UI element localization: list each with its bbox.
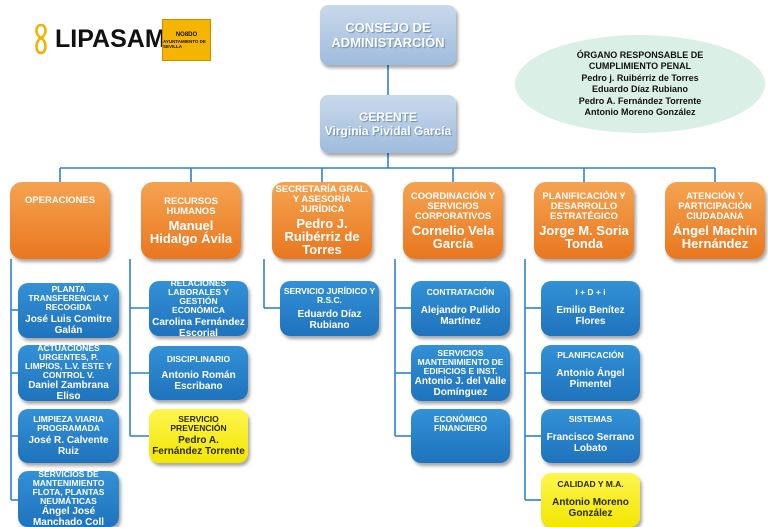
unit-head: Alejandro Pulido Martínez xyxy=(420,305,501,327)
unit-contratacion: CONTRATACIÓN Alejandro Pulido Martínez xyxy=(411,281,510,336)
manager-title: GERENTE xyxy=(358,110,417,124)
board-box: CONSEJO DE ADMINISTARCIÓN xyxy=(320,5,456,65)
unit-title: ECONÓMICO FINANCIERO xyxy=(433,414,488,433)
dept-title: OPERACIONES xyxy=(24,195,96,206)
manager-name: Virginia Pividal García xyxy=(324,124,452,138)
dept-head: Pedro J. Ruibérriz de Torres xyxy=(284,216,360,257)
dept-secretaria: SECRETARÍA GRAL. Y ASESORÍA JURÍDICA Ped… xyxy=(272,182,372,259)
compliance-member: Eduardo Díaz Rubiano xyxy=(591,84,688,94)
unit-head: Ángel José Manchado Coll xyxy=(32,506,105,527)
unit-head: Pedro A. Fernández Torrente xyxy=(152,435,245,457)
compliance-member: Pedro A. Fernández Torrente xyxy=(578,95,702,106)
unit-title: PLANTA TRANSFERENCIA Y RECOGIDA xyxy=(28,284,109,312)
dept-head: Cornelio Vela García xyxy=(411,222,495,251)
unit-title: SISTEMAS xyxy=(568,414,613,424)
compliance-ellipse: ÓRGANO RESPONSABLE DE CUMPLIMIENTO PENAL… xyxy=(515,35,765,133)
unit-head: Antonio J. del Valle Domínguez xyxy=(414,375,507,398)
unit-disciplinario: DISCIPLINARIO Antonio Román Escribano xyxy=(149,346,248,400)
unit-head: Antonio Román Escribano xyxy=(161,369,236,392)
unit-mantenimiento-flota: SERVICIOS DE MANTENIMIENTO FLOTA, PLANTA… xyxy=(18,471,119,527)
seal-caption: AYUNTAMIENTO DE SEVILLA xyxy=(163,38,206,49)
unit-title: SERVICIO PREVENCIÓN xyxy=(170,414,227,433)
unit-title: SERVICIOS MANTENIMIENTO DE EDIFICIOS E I… xyxy=(417,347,504,376)
lipasam-logo-icon xyxy=(35,23,47,55)
dept-planificacion: PLANIFICACIÓN Y DESARROLLO ESTRATÉGICO J… xyxy=(534,182,634,259)
unit-head: Francisco Serrano Lobato xyxy=(546,432,635,454)
dept-head: Ángel Machín Hernández xyxy=(672,222,758,251)
dept-title: PLANIFICACIÓN Y DESARROLLO ESTRATÉGICO xyxy=(542,190,626,222)
dept-head: Jorge M. Soria Tonda xyxy=(539,222,629,251)
dept-atencion: ATENCIÓN Y PARTICIPACIÓN CIUDADANA Ángel… xyxy=(665,182,765,259)
unit-head: Carolina Fernández Escorial xyxy=(152,316,245,337)
unit-head: Emilio Benítez Flores xyxy=(556,305,625,327)
unit-actuaciones-urgentes: ACTUACIONES URGENTES, P. LIMPIOS, L.V. E… xyxy=(18,345,119,401)
unit-planta-transferencia: PLANTA TRANSFERENCIA Y RECOGIDA José Lui… xyxy=(18,283,119,338)
unit-title: DISCIPLINARIO xyxy=(166,353,231,364)
unit-relaciones-laborales: RELACIONES LABORALES Y GESTIÓN ECONÓMICA… xyxy=(149,281,248,336)
unit-head: Antonio Ángel Pimentel xyxy=(556,368,625,390)
unit-head: Daniel Zambrana Eliso xyxy=(28,380,109,401)
lipasam-logo: LIPASAM NO8DO AYUNTAMIENTO DE SEVILLA xyxy=(33,19,213,61)
dept-title: SECRETARÍA GRAL. Y ASESORÍA JURÍDICA xyxy=(275,184,369,215)
unit-title: SERVICIOS DE MANTENIMIENTO FLOTA, PLANTA… xyxy=(32,471,105,506)
board-title: CONSEJO DE ADMINISTARCIÓN xyxy=(331,20,445,50)
dept-title: COORDINACIÓN Y SERVICIOS CORPORATIVOS xyxy=(410,190,496,222)
unit-head: Eduardo Díaz Rubiano xyxy=(297,308,362,331)
unit-servicio-prevencion: SERVICIO PREVENCIÓN Pedro A. Fernández T… xyxy=(149,409,248,463)
unit-idi: I + D + i Emilio Benítez Flores xyxy=(541,281,640,336)
unit-limpieza-viaria: LIMPIEZA VIARIA PROGRAMADA José R. Calve… xyxy=(18,409,119,463)
seal-motto: NO8DO xyxy=(175,31,198,38)
unit-title: LIMPIEZA VIARIA PROGRAMADA xyxy=(33,414,104,433)
unit-servicio-juridico: SERVICIO JURÍDICO Y R.S.C. Eduardo Díaz … xyxy=(280,281,379,336)
dept-recursos-humanos: RECURSOS HUMANOS Manuel Hidalgo Ávila xyxy=(141,182,241,259)
unit-title: ACTUACIONES URGENTES, P. LIMPIOS, L.V. E… xyxy=(25,345,112,380)
unit-title: CALIDAD Y M.A. xyxy=(557,479,624,489)
dept-head: Manuel Hidalgo Ávila xyxy=(149,217,233,246)
dept-operaciones: OPERACIONES xyxy=(10,182,110,259)
unit-economico-financiero: ECONÓMICO FINANCIERO xyxy=(411,409,510,463)
dept-title: RECURSOS HUMANOS xyxy=(164,195,218,217)
unit-sistemas: SISTEMAS Francisco Serrano Lobato xyxy=(541,409,640,463)
manager-box: GERENTE Virginia Pividal García xyxy=(320,95,456,153)
unit-title: SERVICIO JURÍDICO Y R.S.C. xyxy=(283,285,376,305)
unit-title: CONTRATACIÓN xyxy=(426,287,495,297)
compliance-member: Pedro j. Ruibérriz de Torres xyxy=(581,72,699,83)
unit-title: PLANIFICACIÓN xyxy=(557,350,624,360)
unit-head: José R. Calvente Ruiz xyxy=(28,435,109,457)
ayuntamiento-seal: NO8DO AYUNTAMIENTO DE SEVILLA xyxy=(162,19,211,61)
unit-calidad: CALIDAD Y M.A. Antonio Moreno González xyxy=(541,473,640,527)
compliance-title: ÓRGANO RESPONSABLE DE CUMPLIMIENTO PENAL xyxy=(576,49,704,72)
compliance-member: Antonio Moreno González xyxy=(584,107,696,117)
unit-title: RELACIONES LABORALES Y GESTIÓN ECONÓMICA xyxy=(168,281,229,315)
unit-title: I + D + i xyxy=(575,287,606,297)
lipasam-brand: LIPASAM xyxy=(55,25,166,53)
dept-coordinacion: COORDINACIÓN Y SERVICIOS CORPORATIVOS Co… xyxy=(403,182,503,259)
unit-head: Antonio Moreno González xyxy=(552,497,629,519)
dept-title: ATENCIÓN Y PARTICIPACIÓN CIUDADANA xyxy=(678,190,752,222)
unit-mantenimiento-edificios: SERVICIOS MANTENIMIENTO DE EDIFICIOS E I… xyxy=(411,345,510,401)
unit-planificacion: PLANIFICACIÓN Antonio Ángel Pimentel xyxy=(541,345,640,401)
unit-head: José Luis Comitre Galán xyxy=(25,314,112,336)
